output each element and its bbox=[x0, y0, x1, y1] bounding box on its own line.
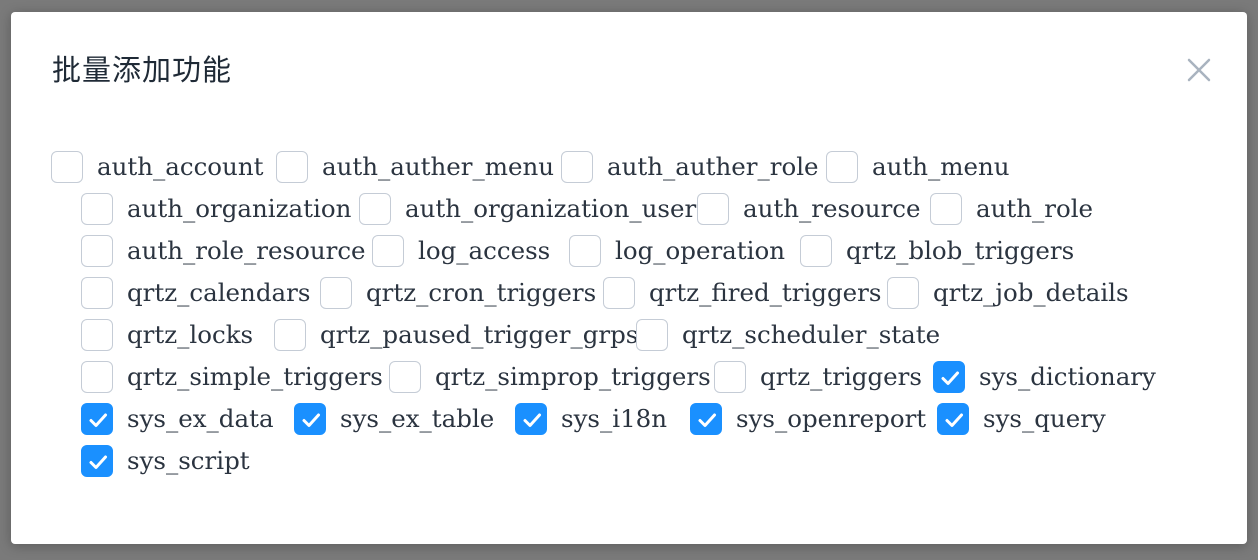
option-label: qrtz_blob_triggers bbox=[846, 236, 1075, 265]
checkbox-option[interactable]: auth_organization bbox=[81, 191, 351, 227]
option-label: sys_dictionary bbox=[979, 362, 1156, 391]
checkbox-option[interactable]: sys_query bbox=[937, 401, 1106, 437]
checkbox-option[interactable]: qrtz_fired_triggers bbox=[603, 275, 881, 311]
checkbox[interactable] bbox=[887, 277, 919, 309]
checkbox[interactable] bbox=[690, 403, 722, 435]
checkbox-option[interactable]: auth_menu bbox=[826, 149, 1010, 185]
option-label: qrtz_paused_trigger_grps bbox=[320, 320, 639, 349]
checkbox-option[interactable]: qrtz_simprop_triggers bbox=[389, 359, 711, 395]
checkbox-option[interactable]: log_access bbox=[372, 233, 550, 269]
checkbox[interactable] bbox=[826, 151, 858, 183]
checkbox[interactable] bbox=[81, 319, 113, 351]
checkbox[interactable] bbox=[359, 193, 391, 225]
checkbox-option[interactable]: auth_resource bbox=[697, 191, 921, 227]
close-icon[interactable] bbox=[1181, 52, 1217, 88]
checkbox[interactable] bbox=[81, 235, 113, 267]
checkbox-option[interactable]: qrtz_paused_trigger_grps bbox=[274, 317, 638, 353]
checkbox[interactable] bbox=[274, 319, 306, 351]
checkbox[interactable] bbox=[276, 151, 308, 183]
checkbox-option[interactable]: auth_auther_menu bbox=[276, 149, 554, 185]
option-label: qrtz_cron_triggers bbox=[366, 278, 597, 307]
checkbox-option[interactable]: sys_dictionary bbox=[933, 359, 1156, 395]
checkbox[interactable] bbox=[603, 277, 635, 309]
check-icon bbox=[302, 413, 320, 427]
option-label: qrtz_locks bbox=[127, 320, 254, 349]
option-label: sys_ex_table bbox=[340, 404, 495, 433]
check-icon bbox=[89, 455, 107, 469]
option-label: auth_organization_user bbox=[405, 194, 697, 223]
option-label: auth_auther_role bbox=[607, 152, 819, 181]
option-label: qrtz_simple_triggers bbox=[127, 362, 383, 391]
option-label: sys_query bbox=[983, 404, 1106, 433]
checkbox[interactable] bbox=[81, 277, 113, 309]
option-label: qrtz_fired_triggers bbox=[649, 278, 882, 307]
option-label: sys_ex_data bbox=[127, 404, 274, 433]
checkbox-option[interactable]: qrtz_simple_triggers bbox=[81, 359, 383, 395]
option-label: auth_auther_menu bbox=[322, 152, 555, 181]
checkbox-option[interactable]: qrtz_cron_triggers bbox=[320, 275, 596, 311]
checkbox-option[interactable]: qrtz_triggers bbox=[714, 359, 922, 395]
option-label: sys_openreport bbox=[736, 404, 927, 433]
check-icon bbox=[945, 413, 963, 427]
function-checkbox-group: auth_account auth_auther_menu auth_authe… bbox=[11, 12, 1247, 544]
checkbox[interactable] bbox=[81, 403, 113, 435]
check-icon bbox=[698, 413, 716, 427]
checkbox[interactable] bbox=[320, 277, 352, 309]
checkbox[interactable] bbox=[372, 235, 404, 267]
checkbox[interactable] bbox=[636, 319, 668, 351]
check-icon bbox=[941, 371, 959, 385]
option-label: qrtz_simprop_triggers bbox=[435, 362, 711, 391]
checkbox[interactable] bbox=[800, 235, 832, 267]
checkbox-option[interactable]: auth_account bbox=[51, 149, 263, 185]
checkbox[interactable] bbox=[81, 361, 113, 393]
option-label: log_access bbox=[418, 236, 551, 265]
check-icon bbox=[89, 413, 107, 427]
checkbox-option[interactable]: sys_script bbox=[81, 443, 250, 479]
checkbox[interactable] bbox=[697, 193, 729, 225]
option-label: sys_script bbox=[127, 446, 250, 475]
option-label: qrtz_triggers bbox=[760, 362, 922, 391]
batch-add-dialog: 批量添加功能 auth_account auth_auther_menu aut… bbox=[11, 12, 1247, 544]
option-label: auth_role_resource bbox=[127, 236, 366, 265]
checkbox-option[interactable]: qrtz_locks bbox=[81, 317, 253, 353]
check-icon bbox=[523, 413, 541, 427]
option-label: qrtz_scheduler_state bbox=[682, 320, 941, 349]
checkbox[interactable] bbox=[714, 361, 746, 393]
checkbox-option[interactable]: sys_ex_data bbox=[81, 401, 274, 437]
checkbox-option[interactable]: auth_auther_role bbox=[561, 149, 819, 185]
option-label: qrtz_job_details bbox=[933, 278, 1129, 307]
checkbox[interactable] bbox=[81, 193, 113, 225]
checkbox-option[interactable]: auth_organization_user bbox=[359, 191, 696, 227]
checkbox-option[interactable]: sys_ex_table bbox=[294, 401, 494, 437]
checkbox-option[interactable]: auth_role bbox=[930, 191, 1093, 227]
option-label: auth_menu bbox=[872, 152, 1010, 181]
dialog-title: 批量添加功能 bbox=[52, 53, 233, 87]
option-label: log_operation bbox=[615, 236, 785, 265]
checkbox-option[interactable]: auth_role_resource bbox=[81, 233, 366, 269]
checkbox[interactable] bbox=[81, 445, 113, 477]
option-label: sys_i18n bbox=[561, 404, 668, 433]
checkbox[interactable] bbox=[515, 403, 547, 435]
checkbox-option[interactable]: sys_openreport bbox=[690, 401, 926, 437]
checkbox-option[interactable]: qrtz_scheduler_state bbox=[636, 317, 940, 353]
checkbox[interactable] bbox=[51, 151, 83, 183]
checkbox-option[interactable]: log_operation bbox=[569, 233, 785, 269]
option-label: qrtz_calendars bbox=[127, 278, 311, 307]
checkbox[interactable] bbox=[561, 151, 593, 183]
checkbox[interactable] bbox=[933, 361, 965, 393]
checkbox[interactable] bbox=[389, 361, 421, 393]
checkbox[interactable] bbox=[569, 235, 601, 267]
checkbox[interactable] bbox=[930, 193, 962, 225]
option-label: auth_role bbox=[976, 194, 1094, 223]
option-label: auth_account bbox=[97, 152, 264, 181]
checkbox[interactable] bbox=[937, 403, 969, 435]
checkbox-option[interactable]: qrtz_blob_triggers bbox=[800, 233, 1074, 269]
checkbox-option[interactable]: qrtz_calendars bbox=[81, 275, 310, 311]
option-label: auth_resource bbox=[743, 194, 921, 223]
checkbox-option[interactable]: qrtz_job_details bbox=[887, 275, 1129, 311]
checkbox[interactable] bbox=[294, 403, 326, 435]
option-label: auth_organization bbox=[127, 194, 352, 223]
checkbox-option[interactable]: sys_i18n bbox=[515, 401, 667, 437]
